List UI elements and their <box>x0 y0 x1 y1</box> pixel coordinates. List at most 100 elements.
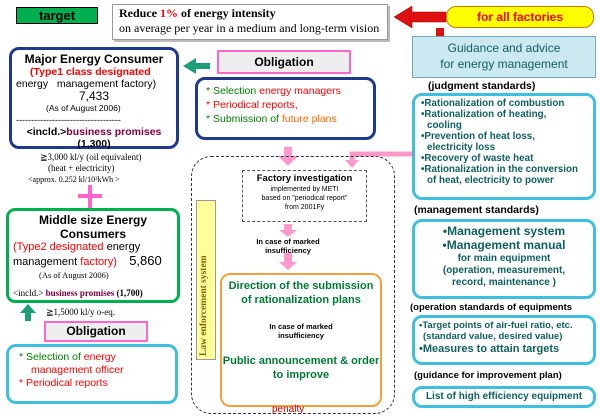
middle-type2-b: energy <box>103 241 141 253</box>
obligation-bottom-list: * Selection of energy management officer… <box>6 344 178 404</box>
teal-arrow-obligation-bottom <box>20 304 36 321</box>
direction-line2: of rationalization plans <box>241 294 361 306</box>
major-promises: business promises <box>66 126 162 138</box>
middle-type2-line: (Type2 designated energy <box>13 241 173 254</box>
marked-insufficiency-1: In case of marked insufficiency <box>232 237 344 255</box>
obligation-top-item-1-a: * Selection <box>206 85 260 97</box>
major-note-line1: ≧3,000 kl/y (oil equivalent) <box>40 152 142 162</box>
management-standards-list: •Management system •Management manual fo… <box>412 219 596 299</box>
major-threshold-note: ≧3,000 kl/y (oil equivalent) (heat + ele… <box>28 152 210 185</box>
operation-standards-list: •Target points of air-fuel ratio, etc. (… <box>412 315 596 365</box>
reduce-suffix: of energy intensity <box>178 6 276 20</box>
management-item-5: record, maintenance ) <box>452 277 556 288</box>
major-dashes: ----------------------------------- <box>16 115 121 125</box>
operation-header: (operation standards of equipments <box>410 302 573 313</box>
middle-energy-consumer-box: Middle size Energy Consumers (Type2 desi… <box>6 208 180 303</box>
major-count: 7,433 <box>78 89 110 103</box>
factory-line3: based on "periodical report" <box>261 195 348 202</box>
pink-arrow-1 <box>279 224 297 237</box>
middle-mgmt-b: factory) <box>80 256 117 268</box>
middle-as-of: (As of August 2006) <box>39 270 109 280</box>
middle-title2: Consumers <box>59 227 127 241</box>
target-label: target <box>16 7 98 24</box>
obligation-top-list: * Selection energy managers * Periodical… <box>195 77 376 140</box>
middle-mgmt-a: management <box>13 256 81 268</box>
obligation-bottom-item-1-a: * Selection of <box>19 351 84 363</box>
judgment-item-7: •Rationalization in the conversion <box>421 164 578 175</box>
direction-marked-1: In case of marked <box>269 322 333 331</box>
improvement-plan-list: List of high efficiency equipment <box>412 386 596 408</box>
obligation-top-item-1-b: energy managers <box>259 85 341 97</box>
reduce-percent: 1% <box>160 6 178 20</box>
obligation-top-item-3-b: future plans <box>281 113 337 125</box>
obligation-top-item-3: * Submission of future plans <box>206 112 365 126</box>
middle-incld-line: <incld.> business promises (1,700) <box>13 287 173 300</box>
reduce-target-box: Reduce 1% of energy intensity on average… <box>112 4 388 40</box>
middle-count: 5,860 <box>129 253 162 268</box>
law-enforcement-text: Law enforcement system <box>199 255 209 356</box>
management-item-4: (operation, measurement, <box>442 265 566 276</box>
penalty-label: penalty <box>272 404 305 415</box>
operation-item-2: (standard value, desired value) <box>423 331 563 342</box>
law-enforcement-area <box>191 156 395 414</box>
obligation-top-item-2: * Periodical reports, <box>206 99 298 111</box>
guidance-line2: for energy management <box>440 57 568 71</box>
direction-submission-box: Direction of the submission of rationali… <box>220 273 382 407</box>
pink-connector-horizontal <box>78 194 102 198</box>
guidance-line1: Guidance and advice <box>447 41 561 55</box>
obligation-bottom-item-1: * Selection of energy <box>19 351 165 364</box>
judgment-item-2: •Rationalization of heating, <box>421 109 547 120</box>
major-incld-line: <incld.>business promises <box>16 126 172 138</box>
management-item-1: •Management system <box>442 224 566 238</box>
factory-title: Factory investigation <box>256 173 353 184</box>
major-title: Major Energy Consumer <box>24 52 164 66</box>
management-item-3: for main equipment <box>457 253 551 264</box>
major-type1-a: (Type1 class <box>30 66 96 78</box>
judgment-header: (judgment standards) <box>428 80 536 92</box>
factory-investigation-box: Factory investigation implemented by MET… <box>242 170 367 222</box>
major-type1-b: designated <box>95 66 151 78</box>
major-as-of: (As of August 2006) <box>46 103 121 113</box>
reduce-line-2: on average per year in a medium and long… <box>119 21 380 35</box>
green-arrow-obligation-top <box>183 58 210 74</box>
pink-arrow-2 <box>279 253 297 270</box>
major-promise-count: (1,300) <box>77 138 111 150</box>
marked1-line2: insufficiency <box>265 246 311 255</box>
major-note-line3: <approx. 0.252 kl/10³kWh > <box>28 175 120 184</box>
major-energy-consumer-box: Major Energy Consumer (Type1 class desig… <box>9 47 179 150</box>
judgment-standards-list: •Rationalization of combustion •Rational… <box>412 93 596 200</box>
middle-incld: <incld.> <box>13 288 44 298</box>
public-announcement-line1: Public announcement & order <box>222 355 380 367</box>
direction-marked-2: insufficiency <box>278 331 324 340</box>
direction-line1: Direction of the submission <box>228 280 374 292</box>
obligation-top-item-1: * Selection energy managers <box>206 84 365 98</box>
factory-line2: implemented by METI <box>270 186 339 193</box>
major-line3-a: energy <box>16 78 49 90</box>
pink-arrow-from-guidance <box>349 151 412 160</box>
obligation-bottom-item-1-b: energy <box>83 351 116 363</box>
judgment-item-6: •Recovery of waste heat <box>421 153 534 164</box>
reduce-prefix: Reduce <box>119 6 160 20</box>
management-header: (management standards) <box>414 204 539 216</box>
reduce-line-1: Reduce 1% of energy intensity <box>119 6 381 21</box>
red-arrow-to-target <box>393 5 447 29</box>
obligation-top-title: Obligation <box>217 50 351 74</box>
factory-line4: from 2001Fy <box>284 204 325 211</box>
obligation-top-item-3-a: * Submission of <box>206 113 282 125</box>
major-note-line2: (heat + electricity) <box>48 163 115 173</box>
law-enforcement-label: Law enforcement system <box>196 200 216 360</box>
public-announcement-line2: to improve <box>272 369 330 381</box>
judgment-item-5: electricity loss <box>427 142 496 153</box>
middle-type2-a: (Type2 designated <box>13 241 104 253</box>
judgment-item-1: •Rationalization of combustion <box>421 98 565 109</box>
obligation-bottom-item-1-c: management officer <box>31 364 124 376</box>
judgment-item-8: of heat, electricity to power <box>427 175 554 186</box>
middle-promise-count: (1,700) <box>114 288 143 298</box>
middle-mgmt-line: management factory) 5,860 <box>13 254 173 269</box>
marked1-line1: In case of marked <box>256 237 320 246</box>
major-line3-b: management factory) <box>56 78 157 90</box>
guidance-advice-box: Guidance and advice for energy managemen… <box>412 36 596 78</box>
major-type1-line: (Type1 class designated <box>16 66 172 78</box>
operation-item-3: •Measures to attain targets <box>419 343 560 355</box>
middle-title1: Middle size Energy <box>38 213 148 227</box>
